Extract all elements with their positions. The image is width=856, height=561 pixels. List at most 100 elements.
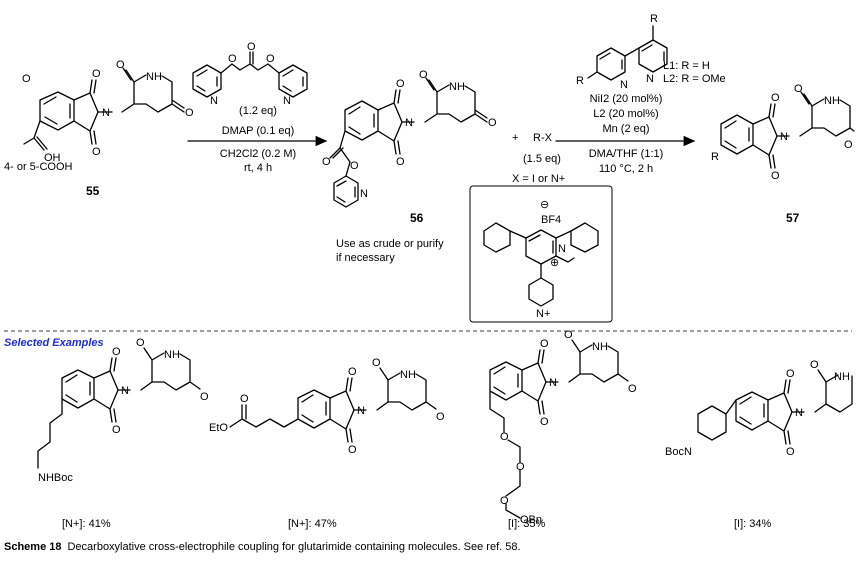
atom-OH: OH: [44, 152, 61, 164]
atom-O: O: [844, 139, 853, 151]
leaving-group-footer: N+: [536, 308, 550, 320]
alkyl-halide-amount: (1.5 eq): [523, 153, 561, 165]
example-2-substituent: EtO: [209, 422, 228, 434]
bipyridine-ligand: R R N N L1: R = H L2: R = OMe: [576, 13, 726, 91]
alkyl-halide: R-X: [533, 132, 553, 144]
solvent-2: DMA/THF (1:1): [589, 148, 664, 160]
atom-NH: NH: [592, 341, 608, 353]
atom-O: O: [786, 368, 795, 380]
atom-N: N: [360, 188, 368, 200]
bf4-charge: ⊖: [540, 199, 549, 211]
atom-O: O: [500, 495, 509, 507]
pyridinium-charge: ⊕: [550, 257, 559, 269]
reductant: Mn (2 eq): [602, 123, 649, 135]
atom-NH: NH: [164, 349, 180, 361]
atom-O: O: [247, 41, 256, 53]
atom-O: O: [372, 357, 381, 369]
example-1: O O N NH O O NHBoc [N+]: 41%: [37, 337, 209, 530]
atom-O: O: [628, 383, 637, 395]
atom-O: O: [112, 346, 121, 358]
selected-examples-title: Selected Examples: [4, 337, 104, 349]
ligand-L2: L2: R = OMe: [663, 73, 726, 85]
atom-N: N: [558, 243, 566, 255]
atom-O: O: [794, 83, 803, 95]
atom-O: O: [200, 391, 209, 403]
leaving-group-frame: [469, 185, 613, 323]
compound-55-label: 55: [86, 184, 100, 198]
atom-O: O: [488, 117, 497, 129]
atom-O: O: [185, 107, 194, 119]
atom-N: N: [283, 95, 291, 107]
leaving-group-title: X = I or N+: [512, 173, 565, 185]
atom-O: O: [348, 366, 357, 378]
atom-O: O: [771, 92, 780, 104]
atom-N: N: [357, 405, 365, 417]
example-4-substituent: BocN: [665, 446, 692, 458]
atom-NH: NH: [146, 71, 162, 83]
example-2-yield: [N+]: 47%: [288, 518, 337, 530]
atom-O: O: [419, 69, 428, 81]
ligand-R: R: [576, 75, 584, 87]
atom-O: O: [810, 359, 819, 371]
example-3: O O N NH O O O O O OBn [I]: 35%: [489, 329, 637, 530]
compound-56-label: 56: [410, 211, 424, 225]
atom-O: O: [92, 68, 101, 80]
atom-O: O: [786, 446, 795, 458]
scheme-caption: Scheme 18 Decarboxylative cross-electroph…: [4, 541, 521, 553]
dipyridyl-carbonate: O O O N N: [192, 41, 308, 107]
catalyst: NiI2 (20 mol%): [590, 93, 663, 105]
atom-N: N: [780, 131, 788, 143]
atom-O: O: [112, 424, 121, 436]
atom-O: O: [516, 461, 525, 473]
example-3-yield: [I]: 35%: [508, 518, 546, 530]
atom-O: O: [540, 416, 549, 428]
caption-text: Decarboxylative cross-electrophile coupl…: [67, 541, 521, 553]
atom-O: O: [92, 146, 101, 158]
example-4-yield: [I]: 34%: [734, 518, 772, 530]
example-1-substituent: NHBoc: [38, 472, 73, 484]
product-R: R: [711, 151, 719, 163]
solvent-1: CH2Cl2 (0.2 M): [220, 148, 296, 160]
atom-O: O: [228, 53, 237, 65]
atom-O: O: [348, 444, 357, 456]
atom-O: O: [436, 411, 445, 423]
atom-O: O: [396, 78, 405, 90]
compound-55: O O O N NH O O OH 4- or 5-COOH 55: [4, 59, 194, 198]
atom-O: O: [540, 338, 549, 350]
reagent-amount: (1.2 eq): [239, 105, 277, 117]
atom-NH: NH: [834, 371, 850, 383]
atom-N: N: [549, 377, 557, 389]
atom-O: O: [771, 170, 780, 182]
atom-N: N: [210, 95, 218, 107]
atom-N: N: [795, 407, 803, 419]
plus-sign: +: [512, 132, 518, 144]
atom-O: O: [322, 156, 331, 168]
atom-NH: NH: [449, 81, 465, 93]
ligand-R: R: [650, 13, 658, 25]
ligand-L1: L1: R = H: [663, 60, 710, 72]
atom-NH: NH: [400, 369, 416, 381]
caption-label: Scheme 18: [4, 541, 62, 553]
leaving-group-box: X = I or N+ ⊖ BF4 N ⊕ N+: [469, 173, 613, 323]
atom-N: N: [102, 107, 110, 119]
example-3-substituent: OBn: [520, 514, 542, 526]
reagent-dmap: DMAP (0.1 eq): [222, 125, 295, 137]
example-1-yield: [N+]: 41%: [62, 518, 111, 530]
ligand-loading: L2 (20 mol%): [593, 108, 658, 120]
atom-O: O: [240, 393, 249, 405]
compound-57-label: 57: [786, 211, 800, 225]
compound-56-note-line2: if necessary: [336, 252, 395, 264]
atom-O: O: [116, 59, 125, 71]
example-4: O O N NH O BocN [I]: 34%: [665, 359, 853, 530]
compound-57: R O O N NH O O 57: [711, 83, 855, 225]
atom-O: O: [266, 53, 275, 65]
compound-56: O O N NH O O O O N 56 Use as crude or pu…: [322, 69, 497, 264]
bf4-label: BF4: [541, 214, 561, 226]
atom-N: N: [620, 79, 628, 91]
atom-N: N: [405, 117, 413, 129]
atom-O: O: [396, 156, 405, 168]
conditions-1: rt, 4 h: [244, 162, 272, 174]
atom-NH: NH: [824, 95, 840, 107]
atom-O: O: [500, 431, 509, 443]
